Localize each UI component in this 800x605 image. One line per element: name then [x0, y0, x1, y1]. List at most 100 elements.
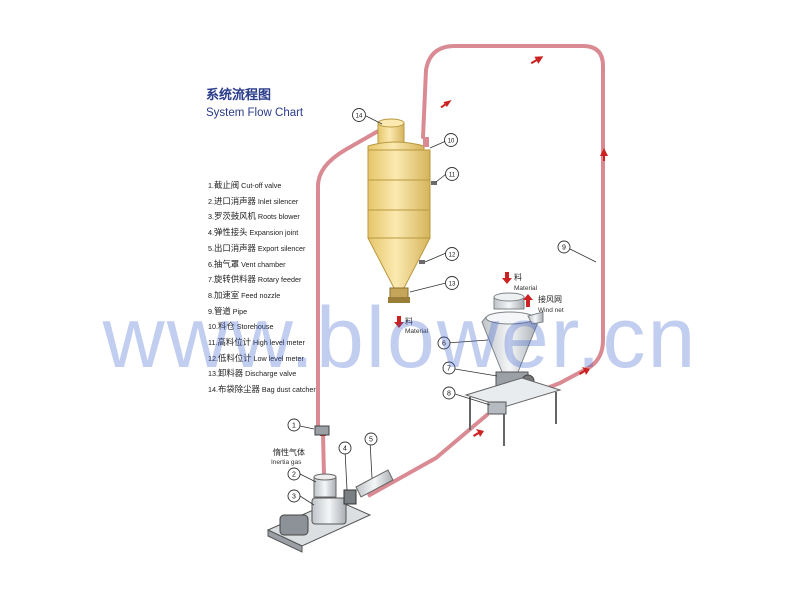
legend-item-cn: 弹性接头 [214, 227, 248, 238]
label-arrows [394, 272, 533, 328]
legend-item-num: 1. [208, 181, 214, 190]
flow-arrow-icon [530, 56, 544, 65]
callout-8: 8 [447, 391, 451, 398]
material-in-cn: 料 [514, 272, 522, 282]
legend-item-num: 4. [208, 228, 214, 238]
legend-item: 8.加速室 Feed nozzle [208, 288, 368, 304]
callout-9: 9 [562, 245, 566, 252]
callout-11: 11 [449, 173, 456, 179]
callout-1: 1 [292, 423, 296, 430]
legend-item: 1.截止阀 Cut-off valve [208, 178, 368, 194]
callout-5: 5 [369, 437, 373, 444]
legend-item: 4.弹性接头 Expansion joint [208, 225, 368, 241]
pipe-network [316, 44, 605, 478]
flow-arrow-icon [600, 148, 608, 161]
callout-12: 12 [449, 253, 456, 259]
legend-item: 5.出口消声器 Export silencer [208, 241, 368, 257]
legend-item: 9.管道 Pipe [208, 304, 368, 320]
legend-item-num: 6. [208, 259, 214, 269]
legend-item-en: Discharge valve [245, 369, 297, 379]
legend-item-cn: 进口消声器 [214, 195, 256, 206]
legend-item-en: Vent chamber [241, 259, 286, 269]
legend-item-num: 13. [208, 369, 218, 379]
legend-item-en: Roots blower [257, 212, 300, 222]
blower-inlet-pipe [321, 431, 326, 478]
legend-item-cn: 卸料器 [218, 368, 244, 379]
legend-item-num: 10. [208, 322, 218, 332]
callout-7: 7 [447, 366, 451, 373]
legend-item: 13.卸料器 Discharge valve [208, 366, 368, 382]
blower-assembly [266, 425, 394, 553]
legend-item-num: 5. [208, 243, 214, 253]
legend-item-en: Rotary feeder [257, 275, 302, 285]
legend-item-num: 12. [208, 353, 218, 363]
callout-13: 13 [449, 282, 456, 288]
material-out-en: Material [405, 328, 429, 335]
legend-item: 11.高料位计 High level meter [208, 335, 368, 351]
legend-item: 3.罗茨鼓风机 Roots blower [208, 209, 368, 225]
legend-item-cn: 管道 [214, 305, 231, 316]
legend-item: 2.进口消声器 Inlet silencer [208, 194, 368, 210]
legend-item: 12.低料位计 Low level meter [208, 351, 368, 367]
flow-arrow-icon [579, 367, 590, 375]
legend-item-en: Inlet silencer [257, 196, 299, 206]
legend-item-en: Export silencer [257, 243, 306, 253]
legend-item-cn: 罗茨鼓风机 [214, 211, 256, 222]
watermark: www.blower.cn [102, 290, 698, 386]
flow-arrow-icon [473, 429, 484, 437]
callout-3: 3 [292, 494, 296, 501]
legend-item-num: 2. [208, 196, 214, 206]
callout-10: 10 [448, 139, 455, 145]
return-pipe [316, 124, 389, 430]
legend-item-cn: 低料位计 [218, 352, 252, 363]
legend-item-cn: 加速室 [214, 289, 240, 300]
wind-net-up-arrow-icon [523, 294, 533, 307]
title-cn: 系统流程图 [206, 87, 272, 102]
legend-item-en: Feed nozzle [241, 290, 281, 300]
legend-item-num: 14. [208, 385, 218, 395]
wind-net-cn: 接风网 [538, 294, 562, 304]
legend-item: 6.抽气罩 Vent chamber [208, 257, 368, 273]
legend-item: 7.旋转供料器 Rotary feeder [208, 272, 368, 288]
conveying-pipe [421, 44, 605, 410]
legend-item-en: Low level meter [253, 353, 304, 363]
legend-item-num: 8. [208, 290, 214, 300]
diagram-labels: 料 Material 料 Material 接风网 Wind net 惰性气体 … [271, 272, 564, 466]
feeder-assembly [464, 292, 562, 446]
legend-item-cn: 截止阀 [214, 180, 240, 190]
legend-item-en: High level meter [252, 338, 305, 348]
wind-net-en: Wind net [538, 307, 564, 314]
legend-item-en: Bag dust catcher [261, 385, 316, 395]
legend-item-num: 7. [208, 275, 214, 285]
material-down-arrow-icon [502, 272, 512, 284]
callout-4: 4 [343, 446, 347, 453]
legend-item: 14.布袋除尘器 Bag dust catcher [208, 382, 368, 398]
legend-item-en: Expansion joint [249, 228, 299, 238]
material-in-en: Material [514, 285, 538, 292]
callout-14: 14 [356, 114, 363, 120]
legend-item-cn: 高料位计 [217, 337, 251, 348]
title-en: System Flow Chart [206, 107, 304, 119]
callouts: 1 2 3 4 5 6 7 8 9 10 11 12 13 14 [287, 108, 597, 506]
callout-2: 2 [292, 472, 296, 479]
inertia-gas-en: Inertia gas [271, 459, 302, 466]
legend-item-cn: 出口消声器 [214, 242, 256, 253]
legend-item-num: 3. [208, 212, 214, 222]
flow-arrow-icon [440, 99, 452, 109]
legend-item-num: 9. [208, 306, 214, 316]
silo-assembly [367, 118, 437, 303]
legend-item-cn: 抽气罩 [214, 258, 240, 269]
legend-item: 10.料仓 Storehouse [208, 319, 368, 335]
legend-item-en: Pipe [232, 306, 248, 316]
inertia-gas-cn: 惰性气体 [273, 447, 305, 457]
material-down-arrow-icon [394, 316, 404, 328]
legend-item-num: 11. [208, 338, 218, 348]
legend-item-cn: 料仓 [218, 321, 235, 332]
callout-6: 6 [442, 341, 446, 348]
material-out-cn: 料 [405, 316, 413, 326]
legend-item-cn: 旋转供料器 [214, 274, 256, 285]
legend-item-cn: 布袋除尘器 [218, 384, 260, 395]
